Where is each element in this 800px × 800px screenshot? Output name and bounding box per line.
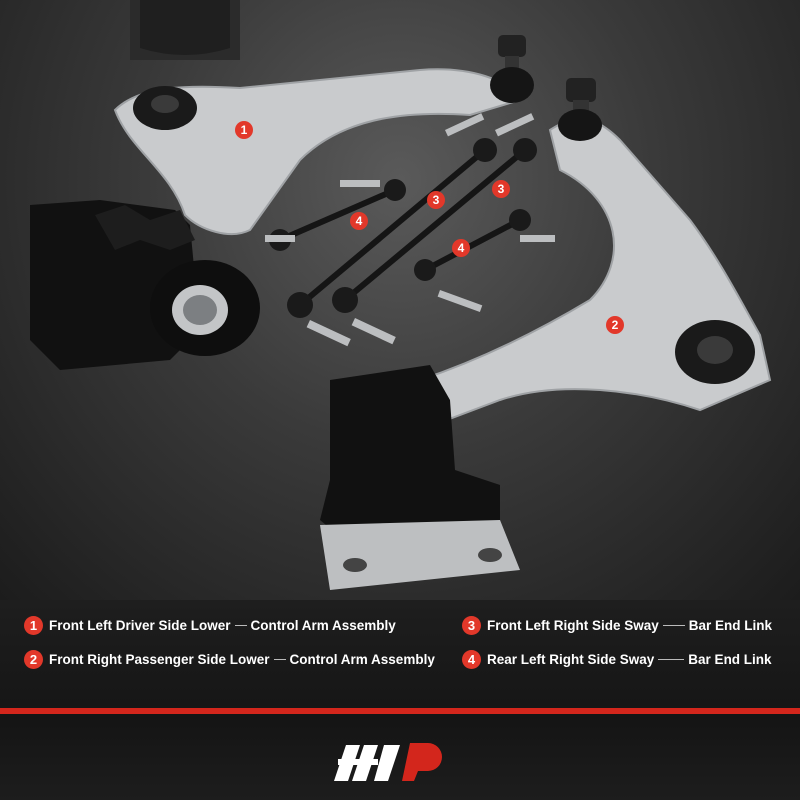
badge-2: 2 <box>606 316 624 334</box>
legend-item-3: 3 Front Left Right Side Sway Bar End Lin… <box>462 616 772 635</box>
badge-3b: 3 <box>492 180 510 198</box>
legend-text-b: Control Arm Assembly <box>250 618 396 633</box>
footer <box>0 714 800 800</box>
accent-bar <box>0 708 800 714</box>
legend-number: 4 <box>462 650 481 669</box>
badge-4b: 4 <box>452 239 470 257</box>
legend-text-a: Front Left Right Side Sway <box>487 618 659 633</box>
legend-text-b: Bar End Link <box>688 652 772 667</box>
legend-item-2: 2 Front Right Passenger Side Lower Contr… <box>24 650 435 669</box>
legend-text-a: Rear Left Right Side Sway <box>487 652 655 667</box>
legend-text-b: Control Arm Assembly <box>289 652 435 667</box>
brand-logo-icon <box>334 743 442 781</box>
control-arm-1 <box>113 68 522 235</box>
legend-number: 2 <box>24 650 43 669</box>
legend-number: 3 <box>462 616 481 635</box>
legend-item-4: 4 Rear Left Right Side Sway Bar End Link <box>462 650 772 669</box>
parts-legend: 1 Front Left Driver Side Lower Control A… <box>0 600 800 708</box>
badge-3a: 3 <box>427 191 445 209</box>
suspension-parts-illustration <box>30 0 772 590</box>
legend-item-1: 1 Front Left Driver Side Lower Control A… <box>24 616 396 635</box>
legend-text-b: Bar End Link <box>688 618 773 633</box>
legend-number: 1 <box>24 616 43 635</box>
product-photo: 1 2 3 3 4 4 <box>0 0 800 600</box>
badge-1: 1 <box>235 121 253 139</box>
legend-text-a: Front Right Passenger Side Lower <box>49 652 270 667</box>
badge-4a: 4 <box>350 212 368 230</box>
legend-text-a: Front Left Driver Side Lower <box>49 618 231 633</box>
